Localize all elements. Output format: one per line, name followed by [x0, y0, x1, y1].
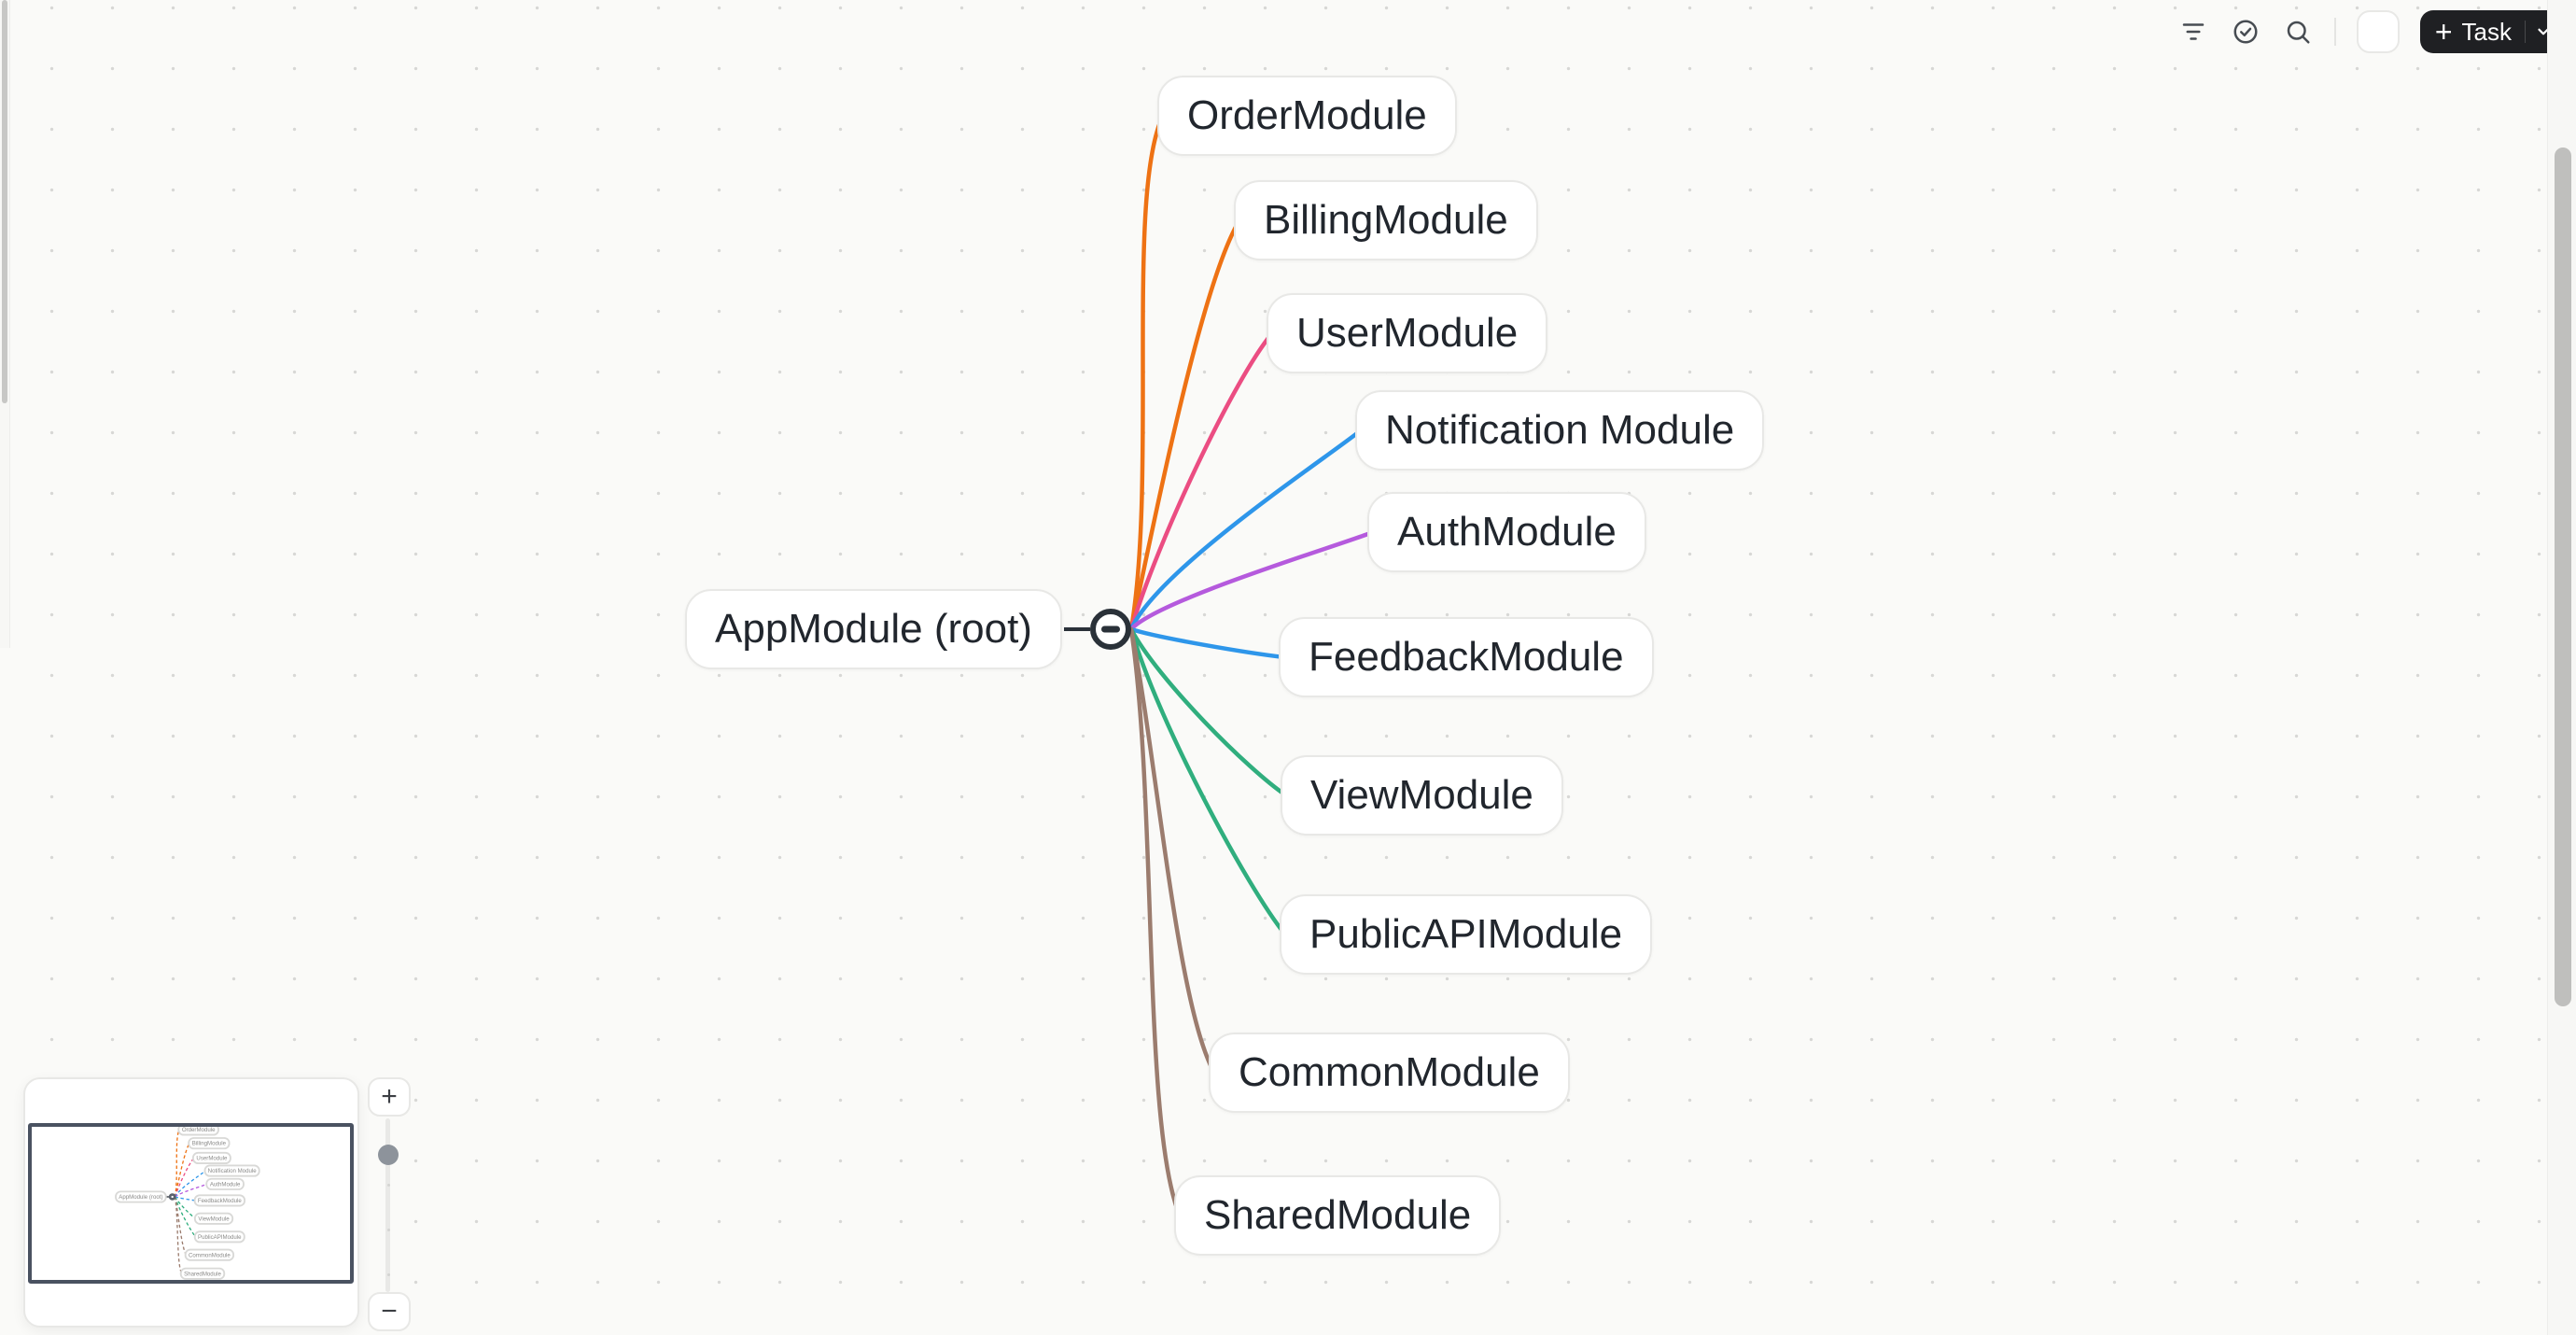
right-scrollbar-thumb[interactable] [2555, 148, 2571, 1006]
filter-icon [2182, 23, 2205, 40]
edge-usermodule [1128, 330, 1275, 632]
add-task-button[interactable]: + Task [2419, 10, 2563, 53]
plus-icon: + [2434, 15, 2453, 49]
edge-ordermodule [1128, 113, 1166, 632]
mindmap-node-usermodule[interactable]: UserModule [1267, 293, 1548, 373]
mindmap-node-authmodule[interactable]: AuthModule [1367, 492, 1646, 572]
minus-icon [1101, 625, 1120, 633]
mindmap-node-billingmodule[interactable]: BillingModule [1234, 180, 1538, 260]
edge-notification-module [1128, 428, 1364, 632]
mindmap-node-ordermodule[interactable]: OrderModule [1157, 76, 1457, 156]
minimap-edge [174, 1196, 183, 1274]
minimap-edge [175, 1183, 208, 1198]
toolbar-divider [2333, 18, 2336, 46]
mindmap-node-root[interactable]: AppModule (root) [685, 589, 1062, 669]
search-icon [2287, 21, 2310, 44]
zoom-tick [387, 1184, 390, 1187]
left-scrollbar-track[interactable] [0, 0, 10, 648]
minimap-node-label: AppModule (root) [119, 1195, 162, 1201]
minimap-node [193, 1230, 245, 1244]
zoom-slider-track[interactable] [385, 1118, 390, 1292]
left-scrollbar-thumb[interactable] [2, 0, 7, 403]
minimap-node [184, 1248, 235, 1261]
minimap-node-label: UserModule [196, 1157, 228, 1162]
minimap-node-label: CommonModule [189, 1253, 231, 1258]
edge-feedbackmodule [1128, 626, 1287, 660]
minimap-node-label: FeedbackModule [198, 1199, 242, 1204]
zoom-out-button[interactable]: − [368, 1292, 411, 1331]
minimap-node [205, 1177, 245, 1190]
minimap-node [188, 1137, 231, 1150]
search-button[interactable] [2282, 16, 2314, 48]
mindmap-node-viewmodule[interactable]: ViewModule [1281, 755, 1563, 836]
mindmap-node-notification-module[interactable]: Notification Module [1355, 390, 1765, 471]
minimap-content: AppModule (root) OrderModuleBillingModule… [115, 1123, 260, 1280]
minimap-node [193, 1194, 246, 1207]
mindmap-node-publicapimodule[interactable]: PublicAPIModule [1280, 894, 1653, 975]
minimap-node [191, 1151, 231, 1165]
minimap-node-label: SharedModule [184, 1272, 221, 1277]
collapse-button[interactable] [1090, 609, 1131, 650]
task-button-divider [2525, 21, 2526, 43]
edge-viewmodule [1128, 626, 1289, 798]
mindmap-node-commonmodule[interactable]: CommonModule [1209, 1033, 1570, 1113]
minimap-node [203, 1164, 260, 1177]
minimap-edge [174, 1143, 190, 1198]
minimap-node [115, 1190, 167, 1203]
zoom-tick [387, 1273, 390, 1276]
zoom-slider-thumb[interactable] [378, 1145, 399, 1165]
edge-commonmodule [1128, 626, 1217, 1075]
minimap-edge [174, 1170, 206, 1198]
check-circle-icon [2233, 20, 2258, 44]
filter-button[interactable] [2177, 16, 2209, 48]
mindmap-node-feedbackmodule[interactable]: FeedbackModule [1279, 617, 1654, 697]
edge-billingmodule [1128, 218, 1242, 632]
minimap-node-label: AuthModule [210, 1182, 241, 1187]
right-scrollbar-track[interactable] [2547, 0, 2576, 1335]
chevron-down-icon[interactable] [2535, 23, 2552, 40]
add-task-label: Task [2461, 17, 2512, 46]
settings-button[interactable] [2356, 10, 2400, 53]
gear-icon [2365, 19, 2391, 45]
minimap-node-label: Notification Module [208, 1169, 258, 1174]
minimap-node-label: PublicAPIModule [198, 1235, 242, 1241]
minimap-node [179, 1267, 226, 1280]
mindmap-node-sharedmodule[interactable]: SharedModule [1174, 1175, 1502, 1256]
toolbar: + Task [2177, 9, 2563, 54]
minimap-edge [174, 1196, 197, 1238]
zoom-tick [387, 1229, 390, 1231]
minimap-node-label: OrderModule [182, 1128, 216, 1133]
minimap-collapse-circle [168, 1193, 176, 1201]
minimap-node-label: ViewModule [198, 1216, 230, 1222]
done-tasks-button[interactable] [2230, 16, 2261, 48]
minimap-mini-map: AppModule (root) OrderModuleBillingModule… [115, 1123, 260, 1280]
minimap-node-label: BillingModule [192, 1142, 227, 1147]
zoom-in-button[interactable]: + [368, 1077, 411, 1117]
edge-sharedmodule [1128, 626, 1183, 1218]
minimap-node [193, 1212, 234, 1225]
edge-authmodule [1128, 529, 1376, 632]
minimap-viewport[interactable] [28, 1123, 354, 1284]
edge-publicapimodule [1128, 626, 1288, 937]
